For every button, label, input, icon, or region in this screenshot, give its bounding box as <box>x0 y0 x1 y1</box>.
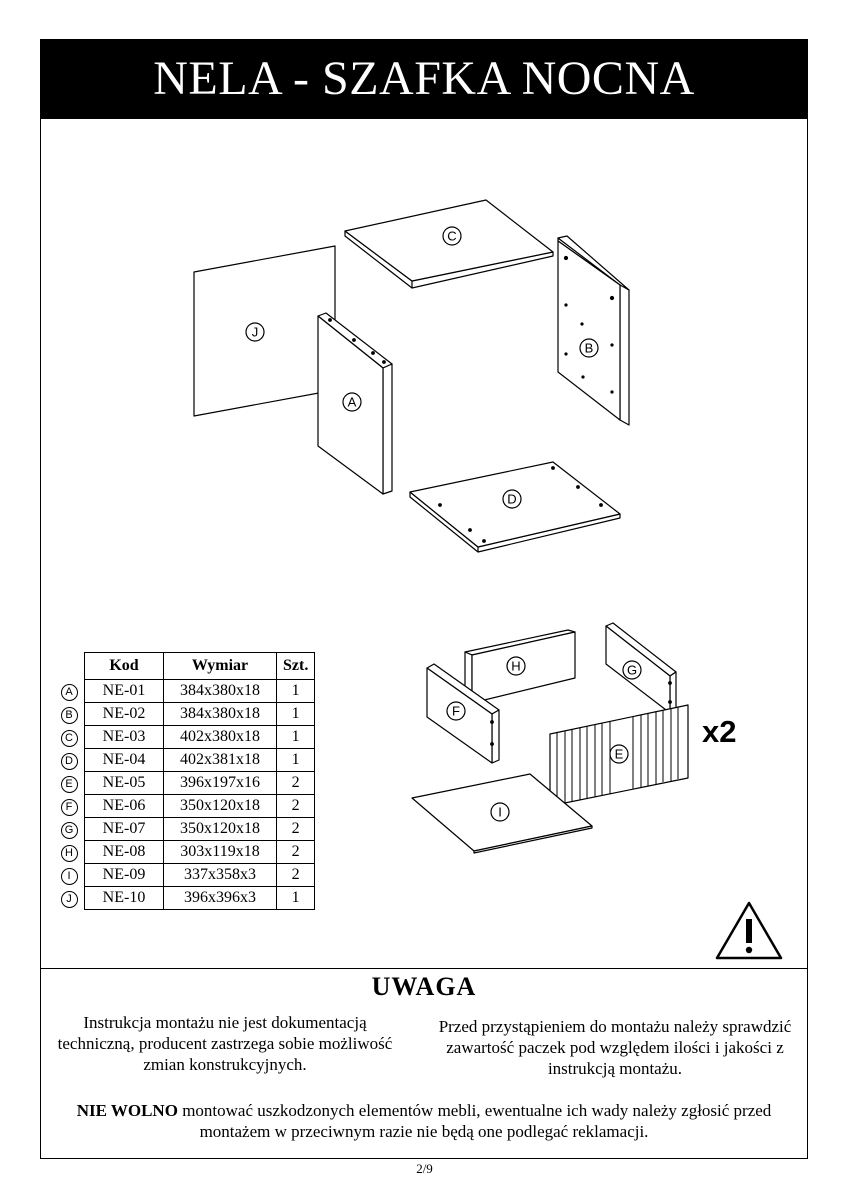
cell-szt: 2 <box>275 863 316 887</box>
cell-szt: 2 <box>275 817 316 841</box>
warning-note-right: Przed przystąpieniem do montażu należy s… <box>438 1017 792 1078</box>
panel-e: E <box>549 704 689 807</box>
header-wymiar: Wymiar <box>163 652 277 680</box>
label-j: J <box>252 325 259 340</box>
page-title: NELA - SZAFKA NOCNA <box>153 52 695 105</box>
quantity-multiplier: x2 <box>702 714 737 749</box>
cell-szt: 1 <box>275 679 316 703</box>
part-letter: G <box>60 821 78 839</box>
part-letter: F <box>60 798 78 816</box>
cell-kod: NE-10 <box>84 886 164 910</box>
cell-wymiar: 402x380x18 <box>163 725 277 749</box>
warning-bold-prefix: NIE WOLNO <box>76 1101 178 1120</box>
cell-szt: 2 <box>275 840 316 864</box>
panel-j: J <box>193 245 336 417</box>
cell-kod: NE-09 <box>84 863 164 887</box>
cell-kod: NE-06 <box>84 794 164 818</box>
label-d: D <box>507 492 516 507</box>
panel-d: D <box>409 461 621 553</box>
panel-h: H <box>464 629 576 704</box>
cell-kod: NE-08 <box>84 840 164 864</box>
cell-wymiar: 303x119x18 <box>163 840 277 864</box>
panel-a: A <box>317 312 393 495</box>
part-letter: J <box>60 890 78 908</box>
cell-kod: NE-03 <box>84 725 164 749</box>
label-c: C <box>447 229 456 244</box>
warning-bottom-text: montować uszkodzonych elementów mebli, e… <box>177 1101 772 1141</box>
warning-note-bottom: NIE WOLNO montować uszkodzonych elementó… <box>50 1100 798 1142</box>
page-number: 2/9 <box>416 1161 433 1176</box>
cell-wymiar: 384x380x18 <box>163 702 277 726</box>
warning-note-left: Instrukcja montażu nie jest dokumentacją… <box>57 1013 393 1074</box>
panel-g: G <box>605 622 677 714</box>
cell-kod: NE-04 <box>84 748 164 772</box>
cell-kod: NE-07 <box>84 817 164 841</box>
cell-szt: 1 <box>275 725 316 749</box>
cell-wymiar: 384x380x18 <box>163 679 277 703</box>
label-a: A <box>348 395 357 410</box>
label-g: G <box>627 663 637 678</box>
label-f: F <box>452 704 460 719</box>
label-i: I <box>498 805 502 820</box>
warning-triangle-icon <box>715 901 783 960</box>
cell-kod: NE-02 <box>84 702 164 726</box>
cell-wymiar: 396x396x3 <box>163 886 277 910</box>
panel-f: F <box>426 663 500 764</box>
cell-wymiar: 350x120x18 <box>163 794 277 818</box>
panel-i: I <box>411 773 593 854</box>
label-b: B <box>585 341 594 356</box>
cell-wymiar: 350x120x18 <box>163 817 277 841</box>
part-letter: B <box>60 706 78 724</box>
part-letter: C <box>60 729 78 747</box>
cell-szt: 1 <box>275 702 316 726</box>
cell-szt: 2 <box>275 771 316 795</box>
title-bar: NELA - SZAFKA NOCNA <box>40 39 808 119</box>
cell-wymiar: 337x358x3 <box>163 863 277 887</box>
panel-b: B <box>557 235 630 426</box>
cell-kod: NE-01 <box>84 679 164 703</box>
part-letter: H <box>60 844 78 862</box>
cell-wymiar: 396x197x16 <box>163 771 277 795</box>
table-header-row: Kod Wymiar Szt. <box>58 652 316 680</box>
cell-szt: 1 <box>275 886 316 910</box>
cell-szt: 2 <box>275 794 316 818</box>
cell-wymiar: 402x381x18 <box>163 748 277 772</box>
part-letter: I <box>60 867 78 885</box>
header-kod: Kod <box>84 652 164 680</box>
section-divider <box>40 968 808 969</box>
label-h: H <box>511 659 520 674</box>
cell-szt: 1 <box>275 748 316 772</box>
part-letter: A <box>60 683 78 701</box>
part-letter: D <box>60 752 78 770</box>
label-e: E <box>615 747 624 762</box>
part-letter: E <box>60 775 78 793</box>
panel-c: C <box>344 199 554 289</box>
header-szt: Szt. <box>275 652 316 680</box>
warning-heading: UWAGA <box>371 972 477 1001</box>
cell-kod: NE-05 <box>84 771 164 795</box>
